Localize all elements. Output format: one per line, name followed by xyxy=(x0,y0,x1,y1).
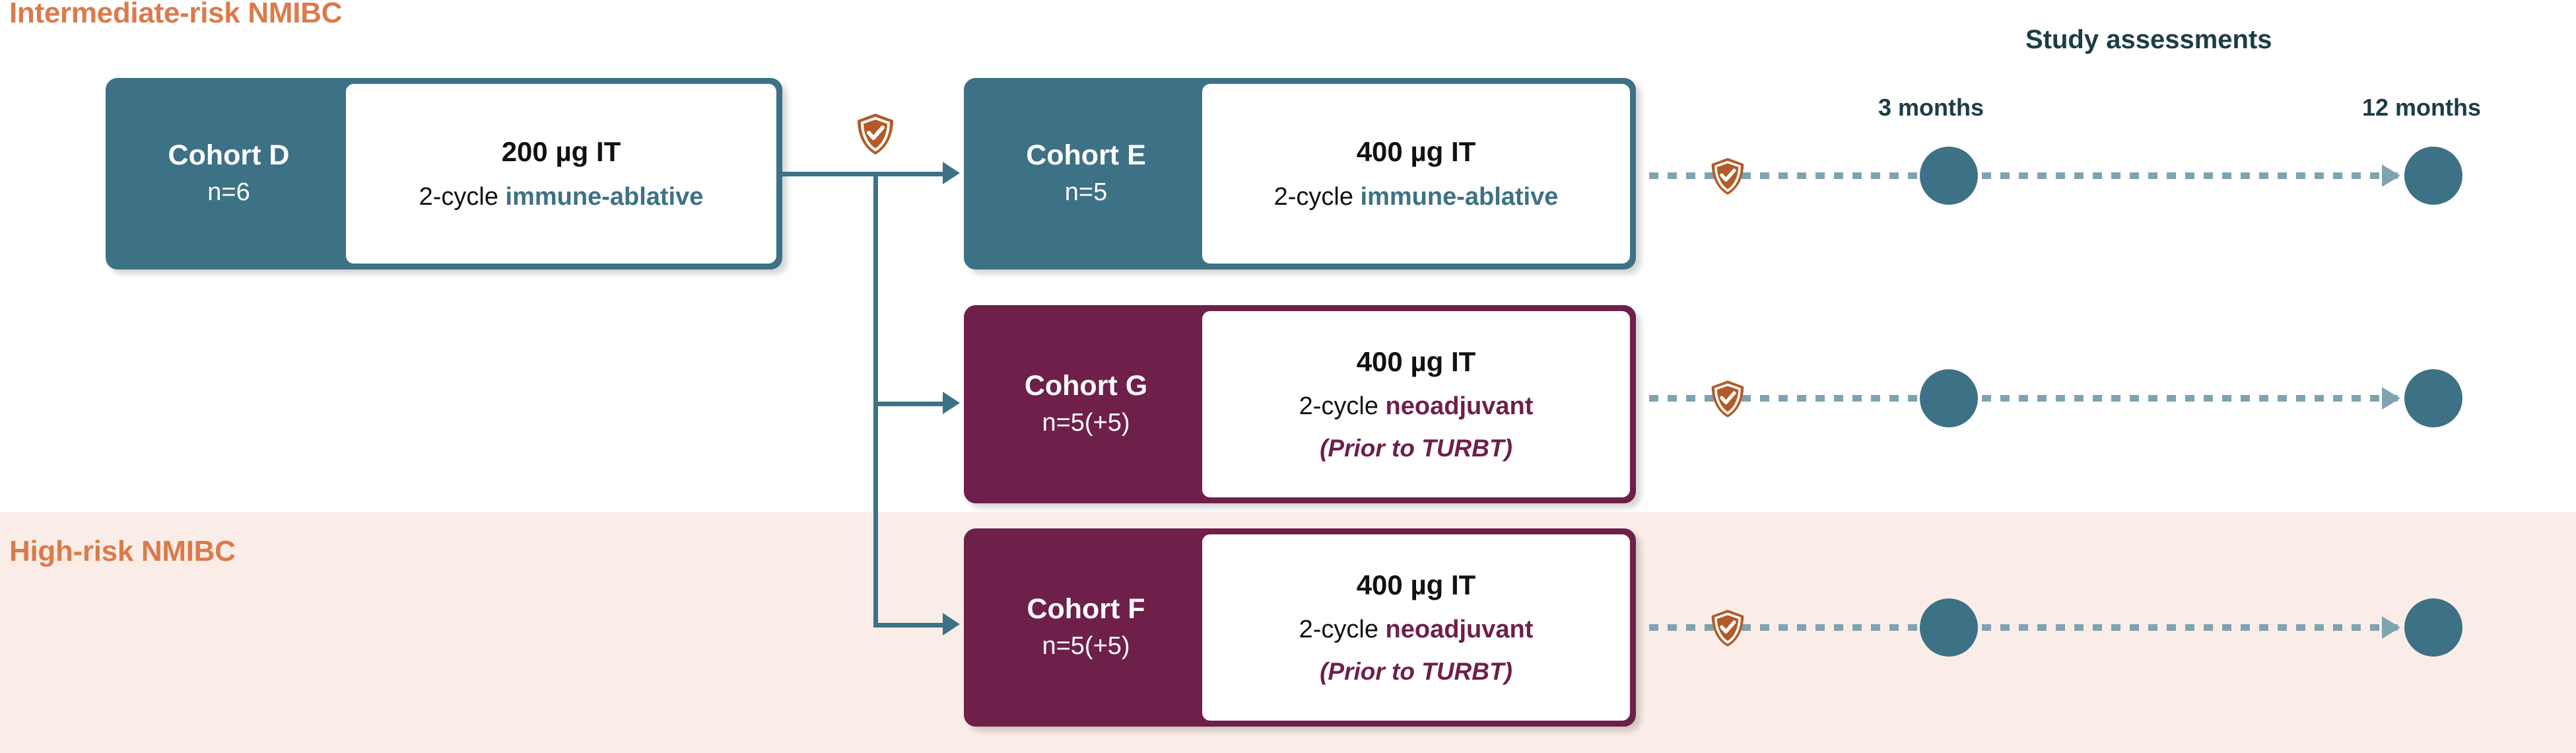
assessment-rail-arrow-cohort-e xyxy=(2382,164,2400,187)
arrowhead-to-cohort-f xyxy=(943,613,960,635)
shield-check-icon xyxy=(1710,379,1746,419)
cohort-g-enrollment: n=5(+5) xyxy=(1042,408,1130,437)
cohort-g-name: Cohort G xyxy=(1024,370,1148,402)
cohort-e-regimen-keyword: immune-ablative xyxy=(1360,182,1559,211)
connector-branch-to-cohort-f xyxy=(873,623,946,628)
cohort-d-regimen-keyword: immune-ablative xyxy=(505,182,704,211)
connector-vertical-trunk xyxy=(873,172,878,628)
cohort-d-enrollment: n=6 xyxy=(207,178,250,206)
cohort-e-name: Cohort E xyxy=(1026,139,1146,172)
assessment-dot-12-months-cohort-e xyxy=(2404,147,2462,205)
cohort-box-g[interactable]: Cohort G n=5(+5) 400 µg IT 2-cycle neoad… xyxy=(964,305,1636,503)
assessment-dot-3-months-cohort-e xyxy=(1920,147,1978,205)
assessment-rail-cohort-e xyxy=(1649,172,2414,179)
assessment-dot-3-months-cohort-f xyxy=(1920,598,1978,657)
assessment-label-3-months: 3 months xyxy=(1878,94,1984,121)
section-heading-high-risk: High-risk NMIBC xyxy=(9,535,236,567)
cohort-f-enrollment: n=5(+5) xyxy=(1042,631,1130,660)
cohort-e-regimen-prefix: 2-cycle xyxy=(1273,182,1361,211)
cohort-e-identity: Cohort E n=5 xyxy=(970,84,1202,264)
cohort-d-regimen-prefix: 2-cycle xyxy=(419,182,506,211)
assessment-rail-arrow-cohort-g xyxy=(2382,387,2400,410)
shield-check-icon xyxy=(1710,608,1746,648)
cohort-g-regimen: 2-cycle neoadjuvant xyxy=(1299,391,1534,423)
cohort-box-f[interactable]: Cohort F n=5(+5) 400 µg IT 2-cycle neoad… xyxy=(964,528,1636,727)
cohort-e-dose: 400 µg IT xyxy=(1356,136,1476,167)
cohort-box-d[interactable]: Cohort D n=6 200 µg IT 2-cycle immune-ab… xyxy=(106,78,782,269)
cohort-g-regimen-prefix: 2-cycle xyxy=(1299,392,1386,421)
cohort-d-regimen: 2-cycle immune-ablative xyxy=(419,182,704,213)
cohort-g-note: (Prior to TURBT) xyxy=(1320,434,1512,462)
assessment-dot-12-months-cohort-f xyxy=(2404,598,2462,657)
cohort-f-regimen: 2-cycle neoadjuvant xyxy=(1299,614,1534,646)
assessment-rail-cohort-f xyxy=(1649,624,2414,631)
connector-branch-to-cohort-e xyxy=(873,172,946,176)
cohort-g-regimen-keyword: neoadjuvant xyxy=(1385,392,1534,421)
section-heading-intermediate-risk: Intermediate-risk NMIBC xyxy=(9,0,343,29)
assessment-dot-12-months-cohort-g xyxy=(2404,369,2462,427)
cohort-f-regimen-prefix: 2-cycle xyxy=(1299,616,1386,644)
cohort-f-name: Cohort F xyxy=(1027,593,1145,626)
connector-branch-to-cohort-g xyxy=(873,402,946,406)
cohort-f-note: (Prior to TURBT) xyxy=(1320,657,1512,685)
cohort-f-dose: 400 µg IT xyxy=(1356,569,1476,600)
arrowhead-to-cohort-g xyxy=(943,392,960,414)
assessment-label-12-months: 12 months xyxy=(2362,94,2482,121)
cohort-box-e[interactable]: Cohort E n=5 400 µg IT 2-cycle immune-ab… xyxy=(964,78,1636,269)
study-assessments-title: Study assessments xyxy=(2025,25,2272,54)
assessment-dot-3-months-cohort-g xyxy=(1920,369,1978,427)
cohort-e-enrollment: n=5 xyxy=(1064,178,1108,206)
cohort-d-name: Cohort D xyxy=(168,139,290,172)
arrowhead-to-cohort-e xyxy=(943,162,960,184)
cohort-e-regimen: 2-cycle immune-ablative xyxy=(1274,182,1559,213)
shield-check-icon xyxy=(1710,157,1746,196)
cohort-g-identity: Cohort G n=5(+5) xyxy=(970,311,1202,497)
cohort-d-identity: Cohort D n=6 xyxy=(112,84,346,264)
cohort-f-identity: Cohort F n=5(+5) xyxy=(970,534,1202,721)
cohort-g-treatment: 400 µg IT 2-cycle neoadjuvant (Prior to … xyxy=(1202,311,1630,497)
cohort-d-dose: 200 µg IT xyxy=(501,136,621,167)
connector-from-cohort-d xyxy=(782,172,878,176)
assessment-rail-arrow-cohort-f xyxy=(2382,616,2400,639)
cohort-f-treatment: 400 µg IT 2-cycle neoadjuvant (Prior to … xyxy=(1202,534,1630,721)
shield-check-icon xyxy=(856,112,895,156)
cohort-g-dose: 400 µg IT xyxy=(1356,345,1476,377)
cohort-d-treatment: 200 µg IT 2-cycle immune-ablative xyxy=(346,84,776,264)
assessment-rail-cohort-g xyxy=(1649,395,2414,402)
cohort-e-treatment: 400 µg IT 2-cycle immune-ablative xyxy=(1202,84,1630,264)
cohort-f-regimen-keyword: neoadjuvant xyxy=(1385,616,1534,644)
